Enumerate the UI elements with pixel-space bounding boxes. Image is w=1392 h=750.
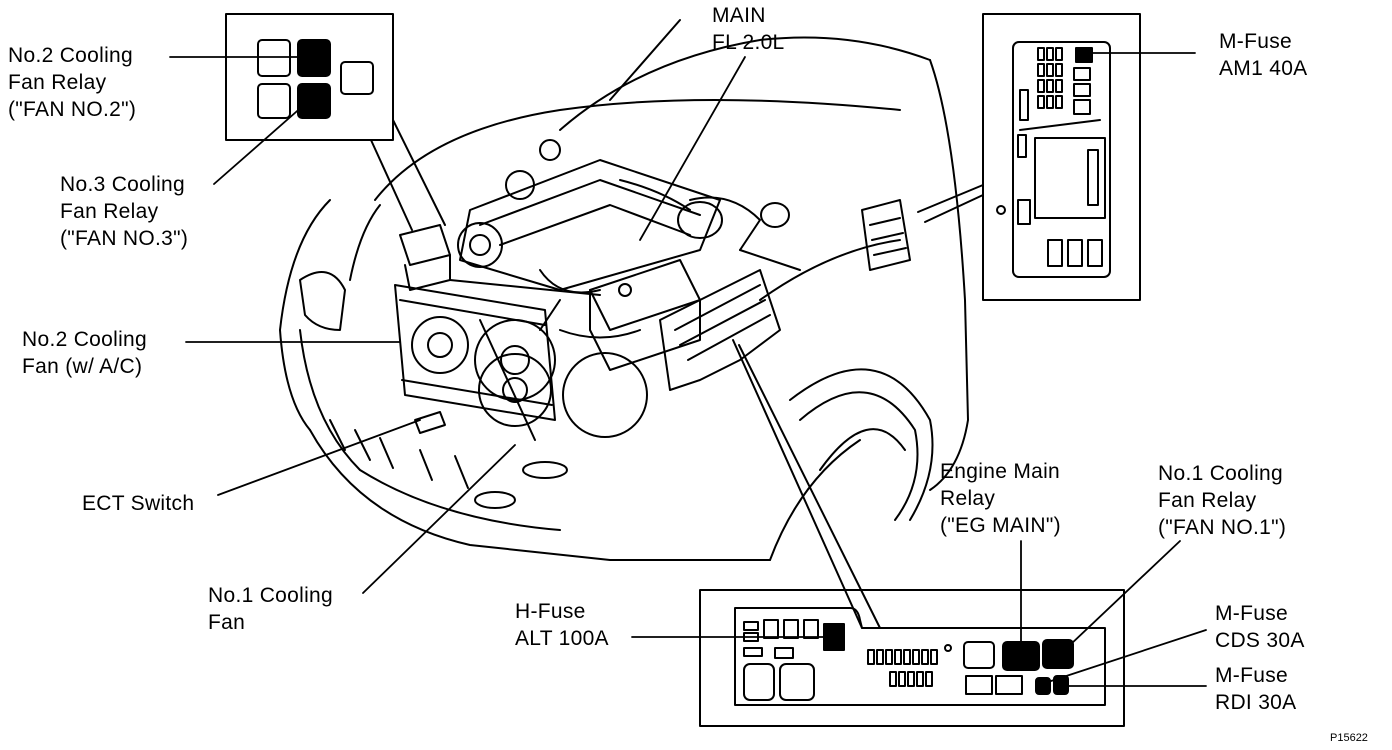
relay-block-detail-box <box>225 13 446 231</box>
main-fuse-relay-detail-box <box>699 339 1125 727</box>
label-m-fuse-cds: M-Fuse CDS 30A <box>1215 602 1305 652</box>
figure-code: P15622 <box>1330 732 1368 744</box>
label-engine-main-relay: Engine Main Relay ("EG MAIN") <box>940 460 1061 537</box>
leader-lines <box>169 52 1207 687</box>
label-no2-cooling-fan: No.2 Cooling Fan (w/ A/C) <box>22 328 148 378</box>
label-h-fuse-alt: H-Fuse ALT 100A <box>515 600 609 650</box>
label-m-fuse-rdi: M-Fuse RDI 30A <box>1215 664 1297 714</box>
label-fan-no1-relay: No.1 Cooling Fan Relay ("FAN NO.1") <box>1158 462 1287 539</box>
label-m-fuse-am1: M-Fuse AM1 40A <box>1219 30 1308 80</box>
label-ect-switch: ECT Switch <box>82 492 195 515</box>
label-main-fl: MAIN FL 2.0L <box>712 4 785 54</box>
fuse-block-detail-box <box>917 13 1141 301</box>
label-fan-no2-relay: No.2 Cooling Fan Relay ("FAN NO.2") <box>8 44 137 121</box>
label-fan-no3-relay: No.3 Cooling Fan Relay ("FAN NO.3") <box>60 173 189 250</box>
label-no1-cooling-fan: No.1 Cooling Fan <box>208 584 334 634</box>
car-body <box>279 19 969 561</box>
engine-block <box>394 139 911 441</box>
